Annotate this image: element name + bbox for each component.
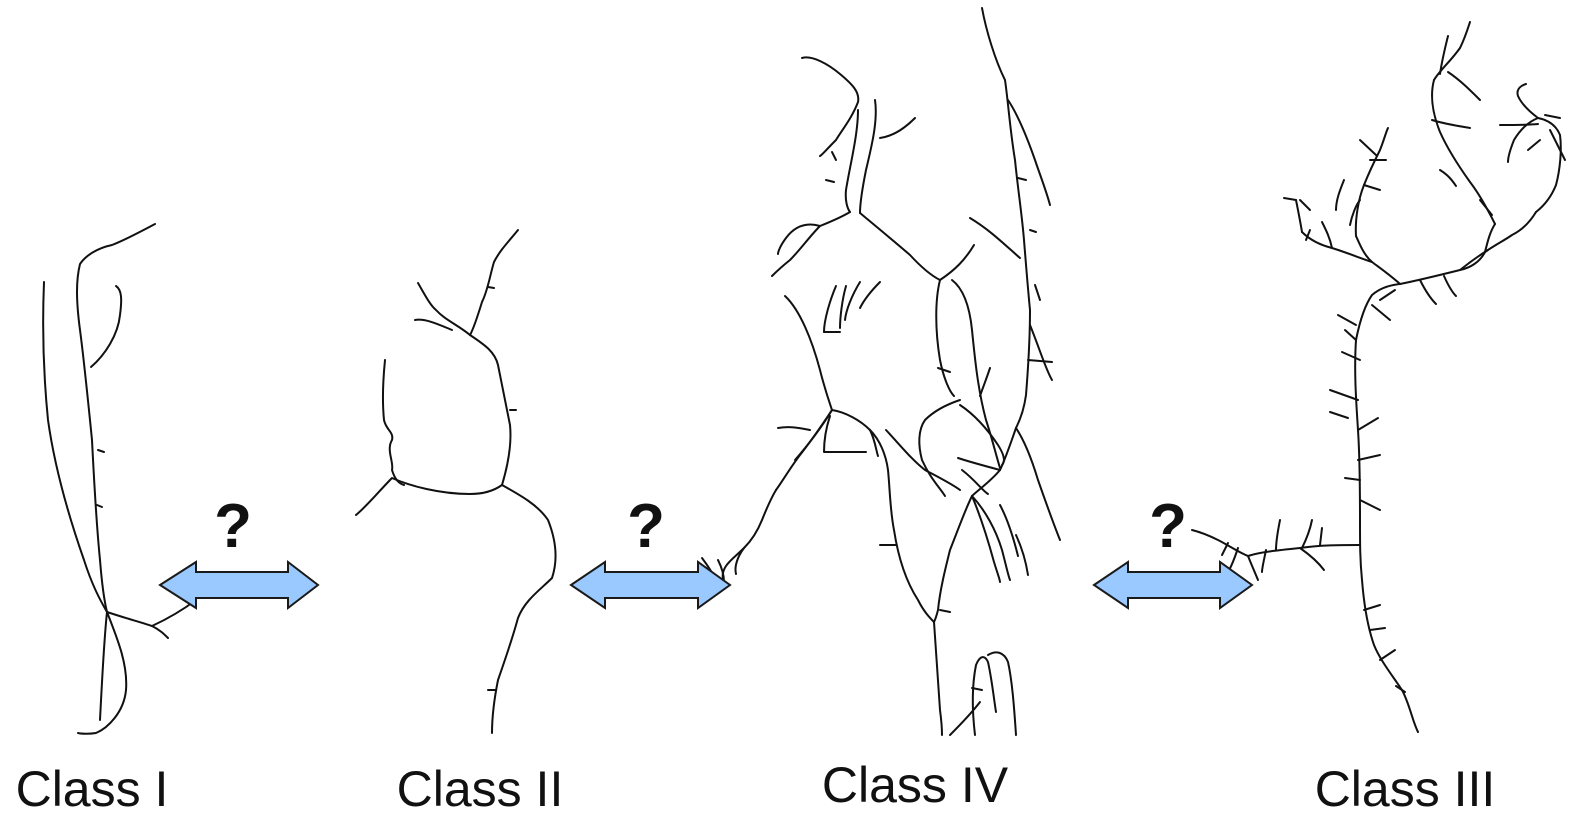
question-mark-1: ? [214, 492, 252, 561]
class-1-label: Class I [16, 761, 169, 817]
class-3-label: Class III [1315, 761, 1496, 817]
arrow-1-group: ? [160, 492, 318, 608]
double-arrow-2 [571, 562, 730, 608]
arrow-2-group: ? [571, 492, 730, 608]
class-2-neuron-drawing [356, 230, 555, 733]
arrow-3-group: ? [1094, 492, 1252, 608]
double-arrow-3 [1094, 562, 1252, 608]
question-mark-3: ? [1149, 492, 1187, 561]
class-4-neuron-drawing [702, 8, 1060, 735]
class-1-neuron-drawing [43, 224, 196, 734]
class-2-label: Class II [397, 761, 564, 817]
double-arrow-1 [160, 562, 318, 608]
class-3-neuron-drawing [1192, 22, 1565, 732]
class-4-label: Class IV [822, 757, 1009, 813]
question-mark-2: ? [627, 492, 665, 561]
